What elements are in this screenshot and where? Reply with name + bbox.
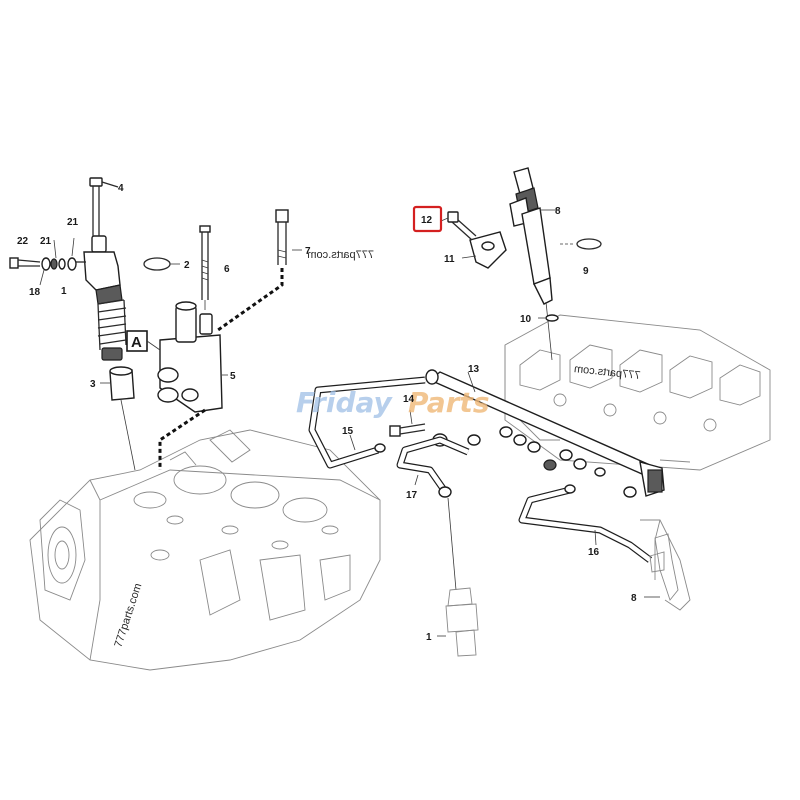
assembly-dashed-lines <box>120 268 284 471</box>
callout-8-top: 8 <box>555 206 561 217</box>
callout-22: 22 <box>17 236 29 247</box>
bolt-12 <box>440 211 477 241</box>
bracket-5 <box>157 301 228 413</box>
callout-9: 9 <box>583 266 589 277</box>
brand-logo-part1: Friday <box>296 386 394 419</box>
callout-12: 12 <box>421 215 433 226</box>
callout-18: 18 <box>29 287 41 298</box>
watermark-777parts-1: 777parts.com <box>307 249 374 261</box>
callout-21-left: 21 <box>40 236 52 247</box>
pipe-17 <box>396 436 470 591</box>
callout-3: 3 <box>90 379 96 390</box>
fuel-rail-13 <box>425 369 665 497</box>
callout-6: 6 <box>224 264 230 275</box>
callout-4: 4 <box>118 183 124 194</box>
callout-11: 11 <box>444 254 455 265</box>
callout-17: 17 <box>406 490 418 501</box>
clamp-11 <box>461 231 507 269</box>
callout-16: 16 <box>588 547 600 558</box>
detail-marker-a: A <box>126 330 161 352</box>
detail-marker-a-label: A <box>131 334 142 351</box>
callout-14: 14 <box>403 394 415 405</box>
o-ring-9 <box>576 238 602 250</box>
watermark-777parts-2: 777parts.com <box>573 363 641 382</box>
watermark-777parts-3: 777parts.com <box>112 582 144 649</box>
o-ring-2 <box>143 257 171 271</box>
bolt-6 <box>199 225 211 300</box>
bolt-7 <box>275 209 302 265</box>
bolt-4 <box>89 177 119 236</box>
bolt-14 <box>389 409 426 437</box>
callout-5: 5 <box>230 371 236 382</box>
brand-logo: Friday Parts <box>296 386 489 419</box>
washer-10 <box>545 314 559 322</box>
callout-1-left: 1 <box>61 286 67 297</box>
sleeve-3 <box>100 366 135 401</box>
callout-1-bottom: 1 <box>426 632 432 643</box>
injector-8 <box>509 167 556 361</box>
callout-12-highlight-box <box>412 205 443 233</box>
brand-logo-part2: Parts <box>408 386 489 419</box>
injector-8-ghost <box>644 533 679 601</box>
pipe-15 <box>308 376 426 469</box>
engine-block-left <box>29 429 381 671</box>
rail-fittings <box>432 426 637 498</box>
callout-15: 15 <box>342 426 354 437</box>
callout-10: 10 <box>520 314 532 325</box>
callout-2: 2 <box>184 260 190 271</box>
unit-injector-1 <box>70 235 127 361</box>
callout-13: 13 <box>468 364 480 375</box>
pipe-16 <box>518 484 653 563</box>
callout-7: 7 <box>305 246 311 257</box>
callout-21-top: 21 <box>67 217 79 228</box>
callout-8-bottom: 8 <box>631 593 637 604</box>
unit-injector-1-ghost <box>437 587 479 657</box>
screws-washers-18-21-22 <box>9 237 77 286</box>
